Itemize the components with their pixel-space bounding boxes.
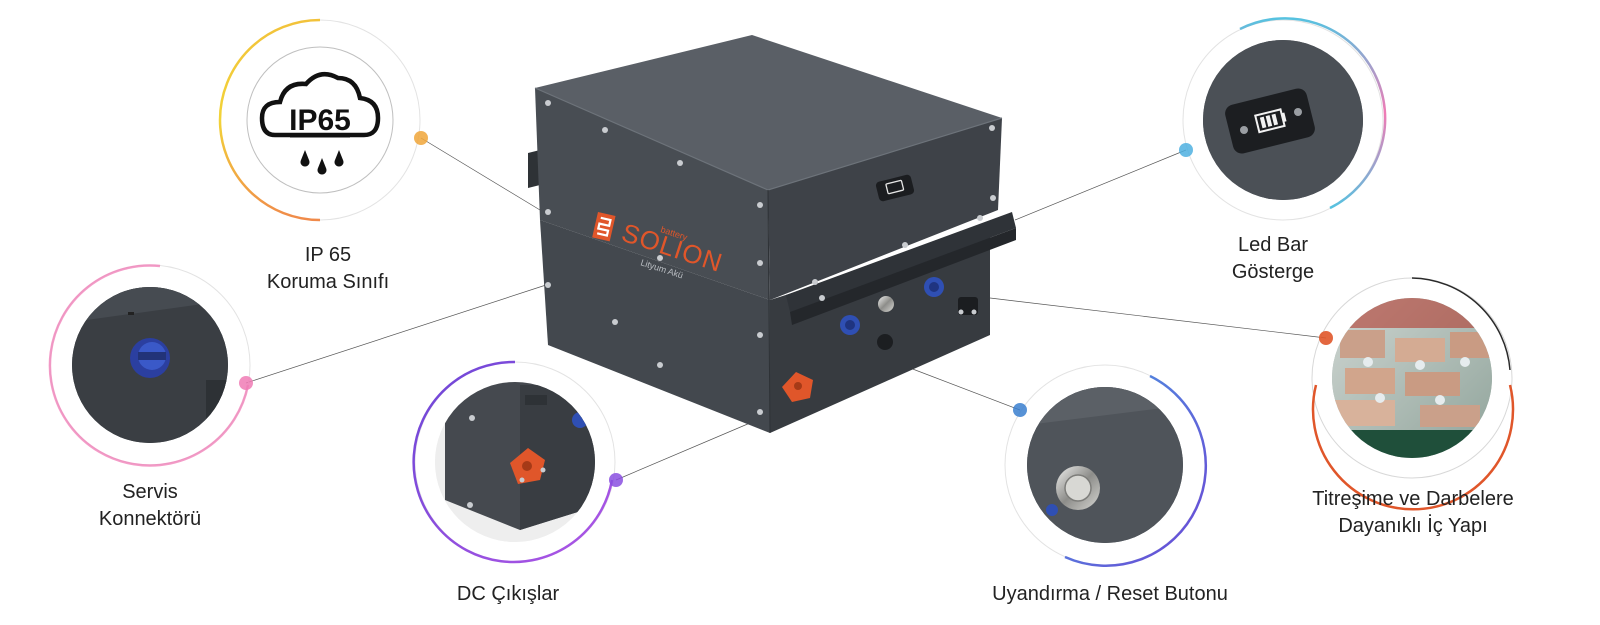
feature-service-connector	[48, 264, 253, 467]
label-ip65: IP 65 Koruma Sınıfı	[267, 242, 389, 296]
label-dc: DC Çıkışlar	[457, 581, 559, 608]
connector-lines	[245, 137, 1327, 481]
label-service-line2: Konnektörü	[98, 508, 202, 530]
feature-led-bar	[1179, 17, 1387, 221]
label-reset-line1: Uyandırma / Reset Butonu	[992, 583, 1228, 605]
label-led-bar-line2: Gösterge	[1231, 261, 1315, 283]
label-reset: Uyandırma / Reset Butonu	[992, 581, 1228, 608]
label-led-bar: Led Bar Gösterge	[1232, 232, 1314, 286]
feature-dc-outputs	[412, 360, 623, 564]
label-vibration-line1: Titreşime ve Darbelere	[1312, 488, 1514, 510]
feature-ip65: IP65	[218, 18, 428, 222]
label-service-line1: Servis	[122, 481, 178, 503]
label-vibration: Titreşime ve Darbelere Dayanıklı İç Yapı	[1312, 486, 1514, 540]
solion-logo-mark	[592, 212, 616, 242]
label-led-bar-line1: Led Bar	[1237, 234, 1309, 256]
cloud-rain-icon: IP65	[259, 71, 381, 175]
battery-led-icon	[1254, 108, 1287, 134]
label-service: Servis Konnektörü	[99, 479, 201, 533]
battery-product: SOLION battery Lityum Akü	[528, 35, 1016, 434]
battery-cells-photo	[1332, 298, 1492, 458]
ip65-icon-text: IP65	[289, 104, 351, 137]
label-ip65-line1: IP 65	[304, 244, 352, 266]
label-vibration-line2: Dayanıklı İç Yapı	[1338, 515, 1488, 537]
feature-vibration-resistant	[1311, 277, 1515, 511]
label-ip65-line2: Koruma Sınıfı	[266, 271, 390, 293]
feature-reset-button	[1004, 364, 1208, 567]
label-dc-line1: DC Çıkışlar	[456, 583, 560, 605]
